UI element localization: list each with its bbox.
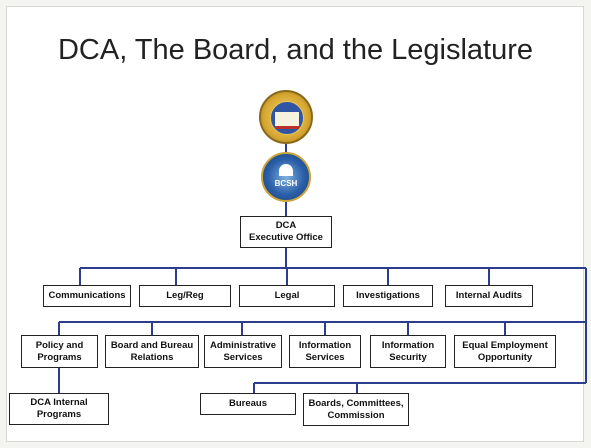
dca-executive-office-box: DCA Executive Office — [240, 216, 332, 248]
capitol-dome-icon — [279, 164, 293, 176]
bcsh-seal-icon: BCSH — [261, 152, 311, 202]
bcsh-seal-text: BCSH — [274, 179, 298, 188]
board-and-bureau-relations-box: Board and Bureau Relations — [105, 335, 199, 368]
information-security-box: Information Security — [370, 335, 446, 368]
internal-audits-box: Internal Audits — [445, 285, 533, 307]
administrative-services-box: Administrative Services — [204, 335, 282, 368]
bear-flag-icon — [275, 112, 299, 129]
equal-employment-opportunity-box: Equal Employment Opportunity — [454, 335, 556, 368]
investigations-box: Investigations — [343, 285, 433, 307]
dca-internal-programs-box: DCA Internal Programs — [9, 393, 109, 425]
policy-and-programs-box: Policy and Programs — [21, 335, 98, 368]
communications-box: Communications — [43, 285, 131, 307]
legal-box: Legal — [239, 285, 335, 307]
bureaus-box: Bureaus — [200, 393, 296, 415]
information-services-box: Information Services — [289, 335, 361, 368]
slide-title: DCA, The Board, and the Legislature — [57, 34, 534, 66]
boards-committees-commission-box: Boards, Committees, Commission — [303, 393, 409, 426]
california-state-seal-icon — [259, 90, 313, 144]
legreg-box: Leg/Reg — [139, 285, 231, 307]
